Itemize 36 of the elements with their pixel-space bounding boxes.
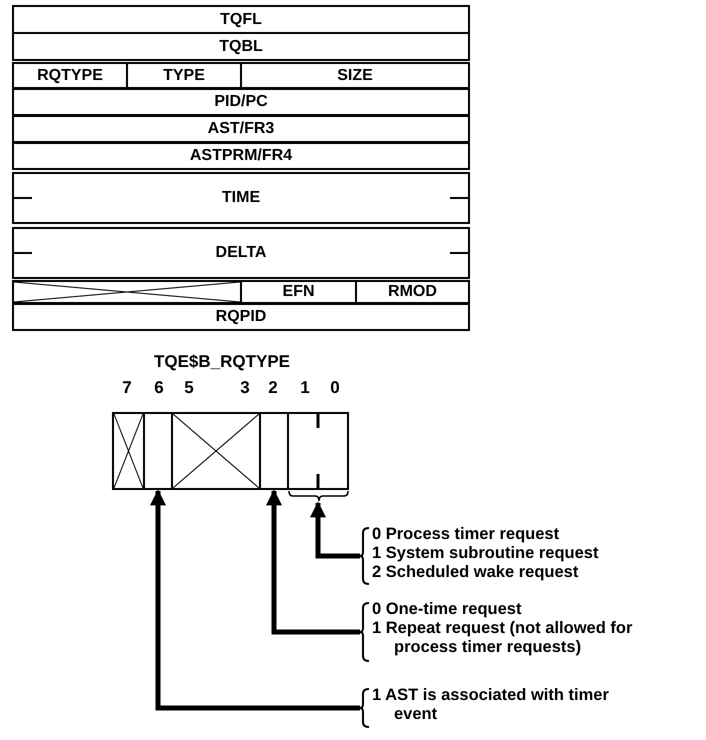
unused-field-cell <box>171 412 261 490</box>
value-description: 2 Scheduled wake request <box>372 563 580 582</box>
field-cell: AST/FR3 <box>12 115 470 143</box>
bit-number: 6 <box>153 378 165 398</box>
bit-field-cell <box>287 412 349 490</box>
field-cell: RMOD <box>355 280 470 304</box>
field-cell: DELTA <box>12 227 470 279</box>
arrow <box>266 489 360 634</box>
unused-field-cell <box>112 412 145 490</box>
field-cell: SIZE <box>240 62 470 89</box>
field-cell: TQFL <box>12 5 470 34</box>
bit-number: 1 <box>299 378 311 398</box>
value-description: 1 System subroutine request <box>372 544 600 563</box>
field-cell: TIME <box>12 172 470 224</box>
bit-number: 2 <box>267 378 279 398</box>
field-cell: RQPID <box>12 303 470 331</box>
arrow <box>150 489 360 710</box>
bit-field-cell <box>259 412 289 490</box>
field-cell: ASTPRM/FR4 <box>12 142 470 170</box>
field-cell: TYPE <box>126 62 242 89</box>
bit-number: 7 <box>121 378 133 398</box>
value-description: 0 One-time request <box>372 600 522 619</box>
field-cell: EFN <box>240 280 357 304</box>
arrow <box>310 501 360 558</box>
bit-number: 5 <box>183 378 195 398</box>
value-description: 0 Process timer request <box>372 525 560 544</box>
field-cell: PID/PC <box>12 88 470 116</box>
value-description: 1 Repeat request (not allowed for process timer requests) <box>372 619 634 657</box>
bit-number: 3 <box>239 378 251 398</box>
value-description: 1 AST is associated with timer event <box>372 686 610 724</box>
register-name: TQE$B_RQTYPE <box>152 352 292 373</box>
bit-number: 0 <box>329 378 341 398</box>
field-cell: RQTYPE <box>12 62 128 89</box>
field-cell: TQBL <box>12 32 470 61</box>
bit-field-cell <box>143 412 173 490</box>
unused-field-cell <box>12 280 242 304</box>
